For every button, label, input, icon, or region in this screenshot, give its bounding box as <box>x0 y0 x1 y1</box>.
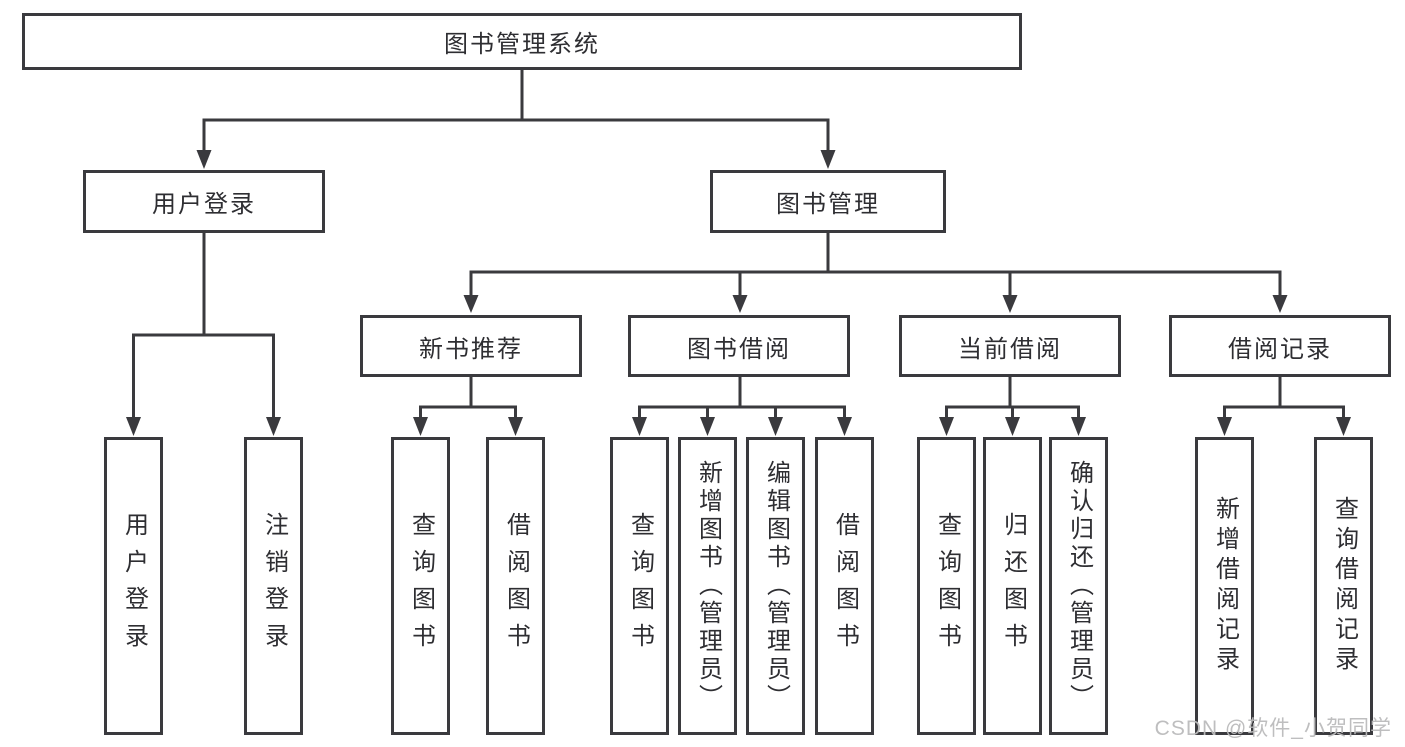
node-library-management-system: 图书管理系统 <box>22 13 1022 70</box>
connector-arrowhead <box>768 417 783 436</box>
connector-arrowhead <box>939 417 954 436</box>
leaf-add-book-admin: 新增图书（管理员） <box>678 437 737 735</box>
leaf-logout: 注销登录 <box>244 437 303 735</box>
leaf-query-borrow-record: 查询借阅记录 <box>1314 437 1373 735</box>
connector-arrowhead <box>413 417 428 436</box>
node-user-login: 用户登录 <box>83 170 325 233</box>
leaf-user-login: 用户登录 <box>104 437 163 735</box>
connector-arrowhead <box>732 295 748 313</box>
leaf-borrow-book: 借阅图书 <box>815 437 874 735</box>
connector-arrowhead <box>1272 295 1288 313</box>
connector-arrowhead <box>196 150 212 169</box>
connector-arrowhead <box>1071 417 1086 436</box>
node-new-book-recommendation: 新书推荐 <box>360 315 582 377</box>
csdn-watermark: CSDN @软件_小贺同学 <box>1154 717 1392 740</box>
connector-arrowhead <box>837 417 852 436</box>
node-book-management: 图书管理 <box>710 170 946 233</box>
leaf-confirm-return-admin: 确认归还（管理员） <box>1049 437 1108 735</box>
connector-arrowhead <box>126 417 141 436</box>
leaf-query-book: 查询图书 <box>610 437 669 735</box>
connector-arrowhead <box>463 295 479 313</box>
connector-arrowhead <box>1336 417 1351 436</box>
connector-arrowhead <box>1217 417 1232 436</box>
connector-arrowhead <box>266 417 281 436</box>
leaf-edit-book-admin: 编辑图书（管理员） <box>746 437 805 735</box>
leaf-query-book: 查询图书 <box>391 437 450 735</box>
node-book-borrowing: 图书借阅 <box>628 315 850 377</box>
leaf-borrow-book: 借阅图书 <box>486 437 545 735</box>
leaf-query-book: 查询图书 <box>917 437 976 735</box>
node-current-borrowing: 当前借阅 <box>899 315 1121 377</box>
connector-arrowhead <box>820 150 836 169</box>
connector-arrowhead <box>1005 417 1020 436</box>
connector-arrowhead <box>632 417 647 436</box>
leaf-add-borrow-record: 新增借阅记录 <box>1195 437 1254 735</box>
connector-arrowhead <box>1002 295 1018 313</box>
connector-arrowhead <box>508 417 523 436</box>
leaf-return-book: 归还图书 <box>983 437 1042 735</box>
connector-arrowhead <box>700 417 715 436</box>
node-borrowing-records: 借阅记录 <box>1169 315 1391 377</box>
